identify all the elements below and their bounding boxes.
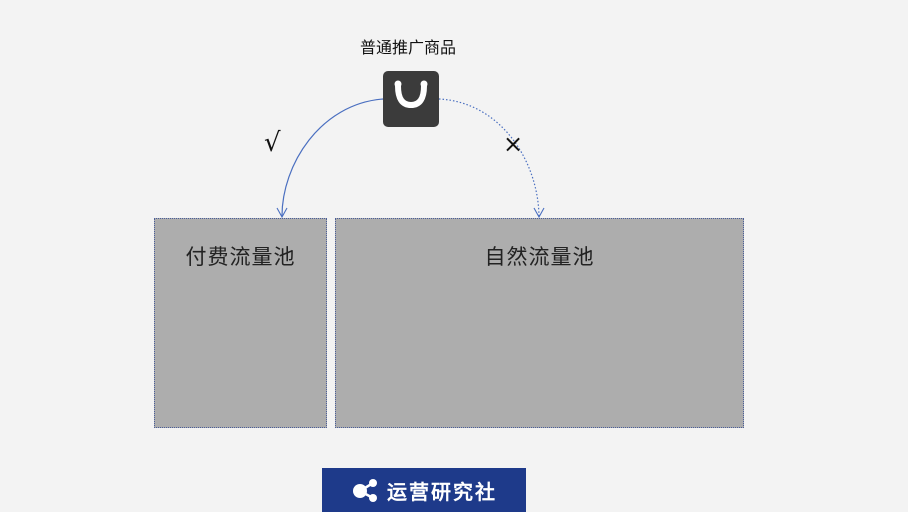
shopping-bag-icon bbox=[383, 71, 439, 127]
paid-arrow bbox=[281, 98, 384, 217]
cross-mark: × bbox=[503, 130, 524, 158]
natural-arrow bbox=[438, 98, 540, 217]
brand-logo: 运营研究社 bbox=[322, 468, 526, 512]
molecule-icon bbox=[353, 479, 377, 502]
paid-pool-label: 付费流量池 bbox=[185, 245, 296, 269]
check-mark: √ bbox=[264, 128, 281, 158]
brand-name: 运营研究社 bbox=[387, 479, 497, 504]
natural-traffic-pool: 自然流量池 bbox=[335, 218, 744, 428]
product-title: 普通推广商品 bbox=[359, 38, 456, 57]
paid-traffic-pool: 付费流量池 bbox=[154, 218, 327, 428]
natural-pool-label: 自然流量池 bbox=[484, 245, 595, 269]
